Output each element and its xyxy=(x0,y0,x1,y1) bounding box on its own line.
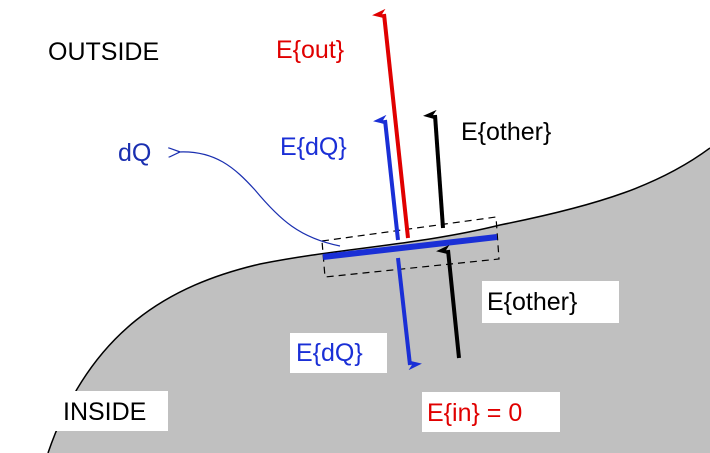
charge-patch xyxy=(322,234,498,260)
inside-label-bg xyxy=(55,391,168,431)
e-dq-down-arrow xyxy=(396,257,422,371)
e-in-label: E{in} = 0 xyxy=(427,399,522,427)
conductor-surface xyxy=(47,147,710,453)
dq-leader-line xyxy=(178,152,341,247)
e-out-arrow xyxy=(372,8,410,239)
e-other-lower-arrow xyxy=(436,244,461,359)
e-other-up-arrow xyxy=(423,109,445,229)
e-other-upper-label: E{other} xyxy=(461,118,551,146)
e-dq-lower-label: E{dQ} xyxy=(296,339,363,367)
e-other-lower-label: E{other} xyxy=(487,288,577,316)
e-dq-up-arrow xyxy=(373,114,400,241)
e-dq-upper-label: E{dQ} xyxy=(280,133,347,161)
e-in-label-bg xyxy=(422,392,560,432)
e-out-label: E{out} xyxy=(276,36,344,64)
e-dq-lower-label-bg xyxy=(290,333,387,373)
dq-label: dQ xyxy=(118,139,151,167)
outside-label: OUTSIDE xyxy=(48,38,159,66)
inside-region xyxy=(48,148,710,453)
inside-label: INSIDE xyxy=(63,398,146,426)
gaussian-pillbox xyxy=(321,216,500,278)
e-other-lower-label-bg xyxy=(482,281,619,323)
